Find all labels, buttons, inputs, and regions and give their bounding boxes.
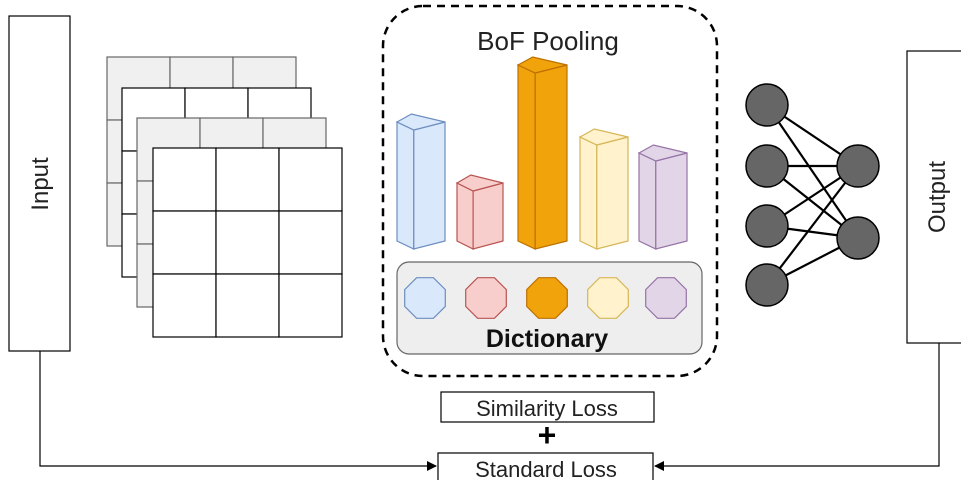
bof-pooling-block: BoF Pooling Dictionary xyxy=(381,4,719,378)
feature-map-cell xyxy=(278,273,343,338)
feature-map-cell xyxy=(278,210,343,275)
feature-map-cell xyxy=(215,210,280,275)
codeword-octagon xyxy=(465,277,507,319)
output-block: Output xyxy=(906,50,961,344)
codeword-octagon xyxy=(526,277,568,319)
bar-top-face xyxy=(395,113,446,131)
bar-top-face xyxy=(455,174,504,192)
bar-top-face xyxy=(516,56,568,74)
output-to-loss-arrow xyxy=(654,343,940,471)
plus-sign: + xyxy=(538,417,557,453)
codeword-octagon xyxy=(587,277,629,319)
histogram-bar xyxy=(395,113,446,250)
similarity-loss-label: Similarity Loss xyxy=(476,396,618,421)
bar-right-face xyxy=(655,152,688,250)
bar-top-face xyxy=(578,128,629,146)
input-label: Input xyxy=(27,157,54,211)
bar-left-face xyxy=(396,121,415,250)
network-node xyxy=(745,204,789,248)
bar-right-face xyxy=(596,136,629,250)
neural-network xyxy=(745,83,880,307)
input-block: Input xyxy=(8,15,71,352)
codeword-octagon xyxy=(404,277,446,319)
similarity-loss-box: Similarity Loss xyxy=(440,391,655,423)
bof-pooling-border xyxy=(381,4,719,378)
network-edge xyxy=(766,165,859,286)
feature-map-cell xyxy=(152,210,217,275)
histogram-bar xyxy=(516,56,568,250)
bof-pooling-title: BoF Pooling xyxy=(477,26,619,56)
network-node xyxy=(745,83,789,127)
histogram-bar xyxy=(455,174,504,250)
network-node xyxy=(745,144,789,188)
bar-left-face xyxy=(638,152,657,250)
bar-top-face xyxy=(637,144,688,162)
network-edge xyxy=(766,104,859,239)
feature-map-cell xyxy=(152,147,217,212)
bar-right-face xyxy=(472,182,504,250)
bar-right-face xyxy=(413,121,446,250)
feature-map-stack xyxy=(106,56,343,338)
input-to-loss-arrow xyxy=(39,351,437,471)
feature-map-cell xyxy=(278,147,343,212)
feature-map-cell xyxy=(152,273,217,338)
feature-map-cell xyxy=(215,273,280,338)
dictionary-label: Dictionary xyxy=(486,325,608,353)
network-node xyxy=(836,216,880,260)
histogram-bars xyxy=(395,56,688,250)
codeword-octagon xyxy=(645,277,687,319)
histogram-bar xyxy=(637,144,688,250)
dictionary-codewords xyxy=(404,277,687,319)
bar-left-face xyxy=(517,64,536,250)
output-label: Output xyxy=(924,161,951,233)
feature-map-cell xyxy=(215,147,280,212)
network-node xyxy=(745,263,789,307)
histogram-bar xyxy=(578,128,629,250)
bar-left-face xyxy=(579,136,598,250)
bar-left-face xyxy=(456,182,474,250)
feature-map-layer xyxy=(152,147,343,338)
network-node xyxy=(836,144,880,188)
bar-right-face xyxy=(534,64,568,250)
standard-loss-label: Standard Loss xyxy=(475,457,617,480)
standard-loss-box: Standard Loss xyxy=(437,452,654,480)
